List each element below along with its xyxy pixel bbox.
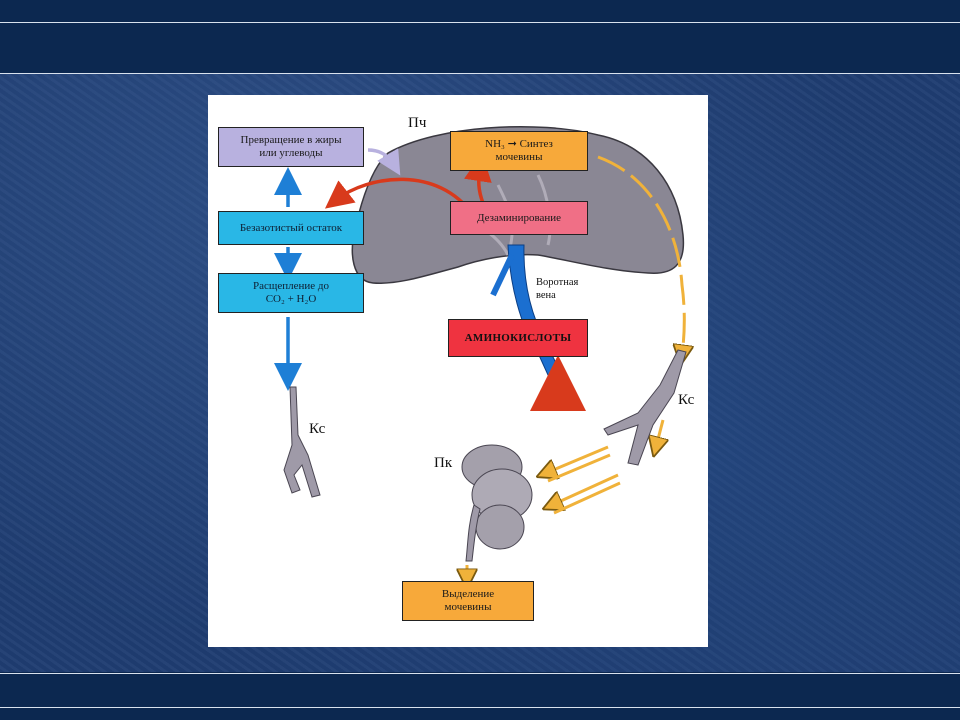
label-portal-vein-line2: вена [536, 290, 556, 301]
top-rule-lower [0, 73, 960, 74]
orange-arrow-to-kidney-2 [552, 473, 619, 505]
diagram-drawing [274, 126, 708, 647]
portal-vein-branch [490, 253, 515, 297]
box-deamination: Дезаминирование [450, 201, 588, 235]
box-nonnitrogen-residue: Безазотистый остаток [218, 211, 364, 245]
red-arrow-to-residue [324, 177, 475, 217]
orange-arrow-route [597, 155, 684, 355]
bottom-rule-lower [0, 707, 960, 708]
box-breakdown-line1: Расщепление до [253, 280, 329, 292]
label-vessel-right: Кс [678, 392, 695, 408]
top-band [0, 0, 960, 74]
box-excretion-line2: мочевины [444, 601, 492, 613]
vessel-right [603, 349, 687, 466]
bottom-rule-upper [0, 673, 960, 674]
kidney-shape [461, 444, 533, 562]
box-urea-synthesis-line1: NH₃ ➞ Синтез [485, 138, 553, 150]
box-amino-acids-text: АМИНОКИСЛОТЫ [464, 331, 572, 344]
label-vessel-left: Кс [309, 421, 326, 437]
orange-arrow-down-right [656, 419, 663, 447]
box-urea-synthesis-line2: мочевины [495, 151, 543, 163]
box-conversion-line1: Превращение в жиры [240, 134, 342, 146]
box-excretion-line1: Выделение [441, 588, 495, 600]
label-portal-vein: Воротная вена [536, 276, 578, 302]
box-residue-text: Безазотистый остаток [239, 221, 343, 234]
vessel-left [283, 386, 321, 498]
top-rule-upper [0, 22, 960, 23]
box-deamination-text: Дезаминирование [476, 211, 562, 224]
label-kidney: Пк [434, 455, 453, 471]
label-liver: Пч [408, 115, 427, 131]
orange-arrow-to-kidney-1b [547, 453, 611, 483]
orange-arrow-to-kidney-2b [553, 481, 621, 515]
bottom-band [0, 672, 960, 720]
box-conversion-line2: или углеводы [259, 147, 323, 159]
purple-arrow-to-conversion [367, 148, 401, 176]
orange-arrow-to-kidney-1 [546, 445, 609, 473]
box-breakdown-line2: CO₂ + H₂O [265, 293, 317, 305]
label-portal-vein-line1: Воротная [536, 277, 579, 288]
box-amino-acids: АМИНОКИСЛОТЫ [448, 319, 588, 357]
